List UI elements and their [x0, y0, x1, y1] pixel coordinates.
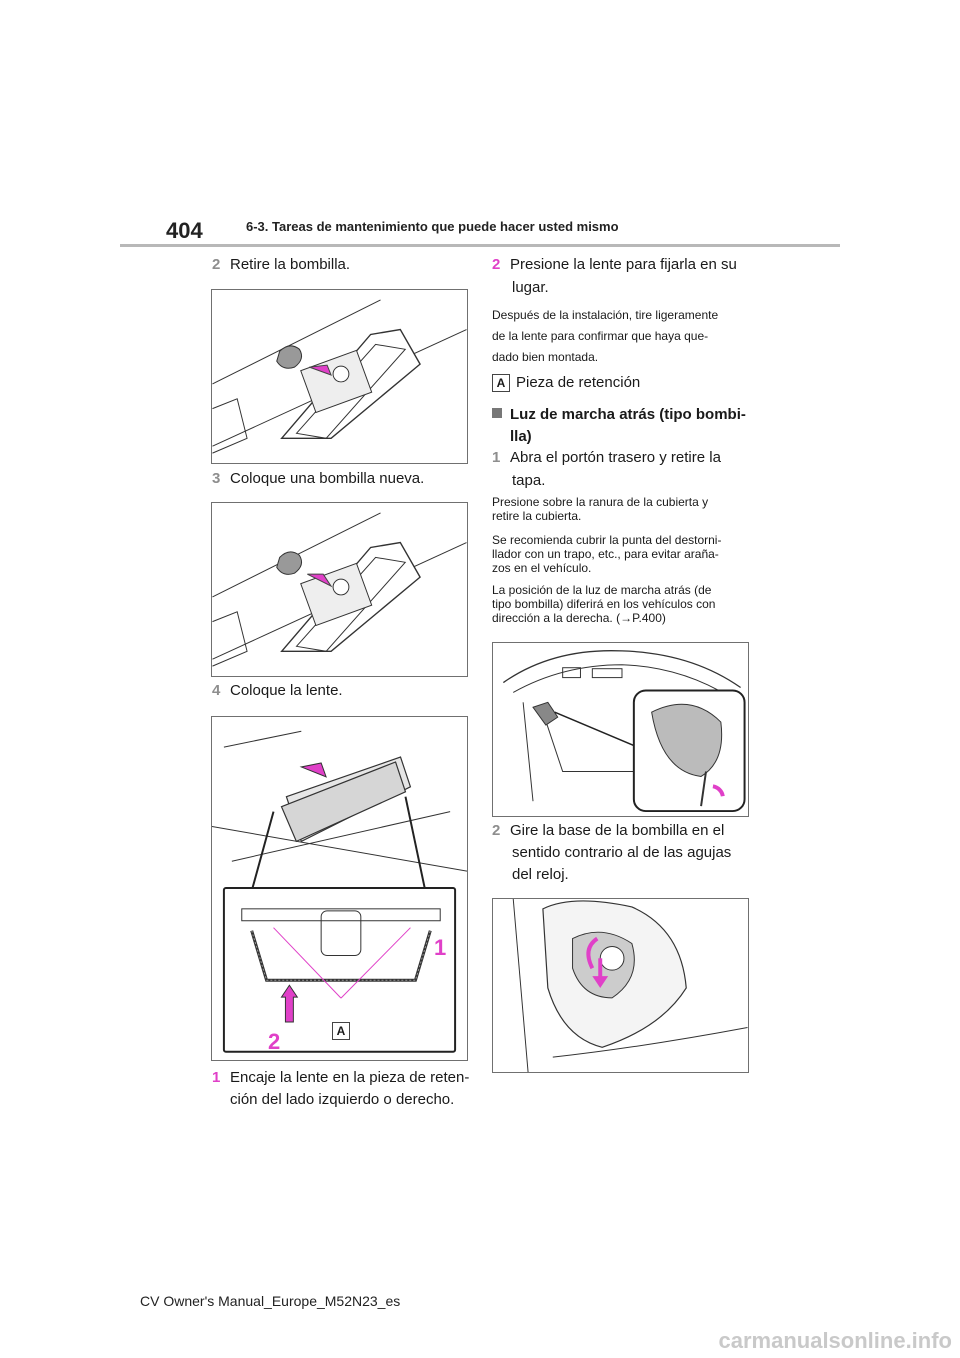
note-line: La posición de la luz de marcha atrás (d… — [492, 583, 712, 597]
step-text-line1: Presione la lente para fijarla en su — [510, 256, 737, 273]
step-3-new-bulb: 3 Coloque una bombilla nueva. — [212, 468, 424, 490]
figure-tailgate — [492, 642, 749, 817]
section-title: 6-3. Tareas de mantenimiento que puede h… — [246, 219, 619, 234]
footer-manual-id: CV Owner's Manual_Europe_M52N23_es — [140, 1293, 401, 1309]
step-1-line2: tapa. — [512, 472, 546, 489]
step-text: Coloque una bombilla nueva. — [230, 470, 425, 487]
header-rule — [120, 244, 840, 247]
install-lens-illustration — [212, 730, 467, 1053]
note-installation: Después de la instalación, tire ligerame… — [492, 305, 718, 368]
label-a: A — [332, 1022, 350, 1040]
note-screwdriver: Se recomienda cubrir la punta del destor… — [492, 533, 721, 575]
note-cover: Presione sobre la ranura de la cubierta … — [492, 495, 708, 523]
note-line: llador con un trapo, etc., para evitar a… — [492, 547, 719, 561]
step-2-remove-bulb: 2 Retire la bombilla. — [212, 254, 350, 276]
step-text-line1: Gire la base de la bombilla en el — [510, 822, 725, 839]
step-number: 4 — [212, 682, 221, 699]
figure-bulb-socket — [492, 898, 749, 1073]
watermark: carmanualsonline.info — [718, 1328, 953, 1353]
step-1-open-tailgate: 1 Abra el portón trasero y retire la — [492, 447, 721, 469]
step-4-2-line2: lugar. — [512, 279, 549, 296]
note-line: Después de la instalación, tire ligerame… — [492, 308, 719, 322]
step-4-1-line2: ción del lado izquierdo o derecho. — [230, 1091, 455, 1108]
page-number: 404 — [166, 218, 203, 243]
step-number: 2 — [492, 822, 501, 839]
step-2-rotate-bulb: 2 Gire la base de la bombilla en el — [492, 820, 724, 842]
note-line: Presione sobre la ranura de la cubierta … — [492, 495, 709, 509]
note-line: de la lente para confirmar que haya que- — [492, 329, 709, 343]
step-2-line3: del reloj. — [512, 866, 569, 883]
note-line: dirección a la derecha. (→P.400) — [492, 611, 666, 625]
step-number: 2 — [212, 256, 221, 273]
note-line: retire la cubierta. — [492, 509, 582, 523]
remove-bulb-illustration — [212, 299, 467, 454]
step-text: Coloque la lente. — [230, 682, 343, 699]
step-4-2: 2 Presione la lente para fijarla en su — [492, 254, 737, 276]
step-number: 1 — [492, 449, 501, 466]
section-heading: Luz de marcha atrás (tipo bombi- — [492, 404, 746, 426]
note-line: tipo bombilla) diferirá en los vehículos… — [492, 597, 716, 611]
figure-install-lens: 1 2 A — [211, 716, 468, 1061]
step-text: Retire la bombilla. — [230, 256, 351, 273]
step-number: 1 — [212, 1069, 221, 1086]
note-line: zos en el vehículo. — [492, 561, 592, 575]
step-text-line1: Encaje la lente en la pieza de reten- — [230, 1069, 470, 1086]
heading-line1: Luz de marcha atrás (tipo bombi- — [510, 406, 746, 423]
label-1: 1 — [434, 935, 447, 960]
new-bulb-illustration — [212, 512, 467, 667]
heading-line2: lla) — [510, 428, 532, 445]
bullet-square-icon — [492, 408, 502, 419]
step-number: 3 — [212, 470, 221, 487]
figure-remove-bulb — [211, 289, 468, 464]
step-4-lens: 4 Coloque la lente. — [212, 680, 343, 702]
bulb-socket-illustration — [512, 899, 748, 1072]
label-a-text: Pieza de retención — [516, 374, 641, 391]
note-position: La posición de la luz de marcha atrás (d… — [492, 583, 715, 625]
step-4-1: 1 Encaje la lente en la pieza de reten- — [212, 1067, 469, 1089]
step-2-line2: sentido contrario al de las agujas — [512, 844, 732, 861]
label-a-box: A — [492, 374, 510, 392]
step-text-line1: Abra el portón trasero y retire la — [510, 449, 721, 466]
note-line: dado bien montada. — [492, 350, 599, 364]
note-line: Se recomienda cubrir la punta del destor… — [492, 533, 722, 547]
figure-new-bulb — [211, 502, 468, 677]
label-a-legend: A Pieza de retención — [492, 372, 640, 394]
step-number: 2 — [492, 256, 501, 273]
label-2: 2 — [268, 1029, 281, 1054]
tailgate-illustration — [502, 650, 746, 813]
